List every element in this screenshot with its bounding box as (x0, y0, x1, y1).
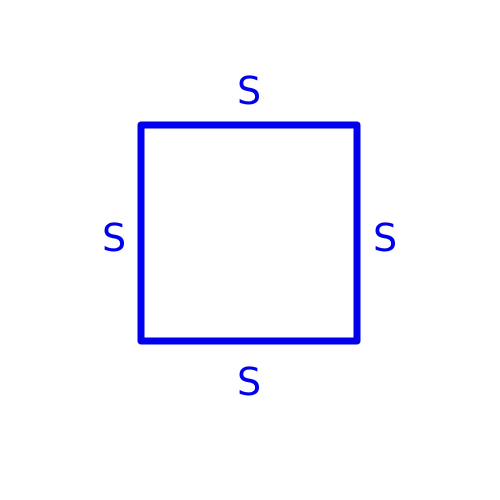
side-label-bottom: S (237, 360, 261, 404)
side-label-top: S (237, 69, 261, 113)
side-label-right: S (373, 216, 397, 260)
square-shape (137, 121, 361, 345)
side-label-left: S (102, 216, 126, 260)
